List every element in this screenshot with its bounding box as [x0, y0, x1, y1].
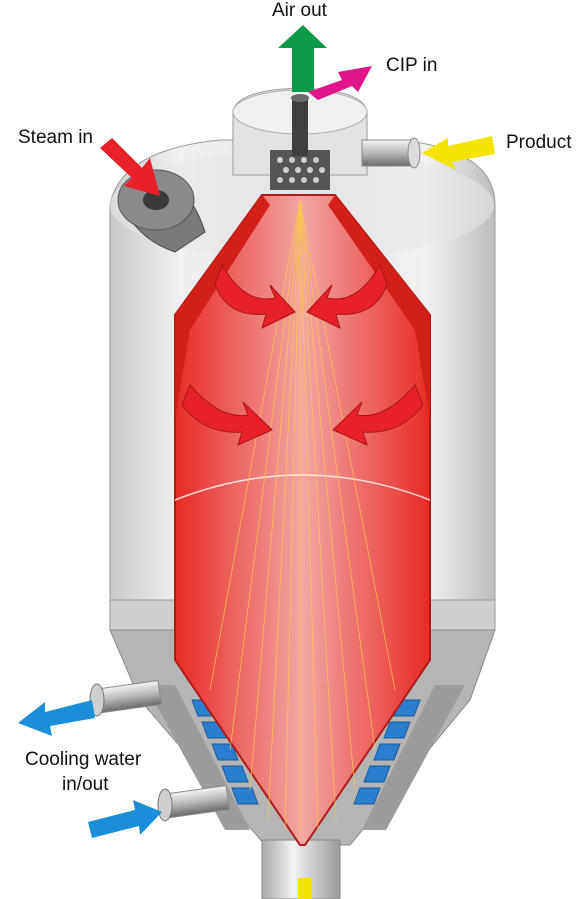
air-out-label: Air out — [272, 1, 327, 20]
steam-in-arrow-icon — [100, 138, 160, 196]
product-out-marker — [298, 878, 312, 899]
cooling-water-label-line1: Cooling water — [25, 750, 141, 769]
cooling-water-in-arrow-icon — [88, 800, 162, 838]
steam-in-label: Steam in — [18, 128, 93, 147]
cooling-water-label-line2: in/out — [62, 775, 108, 794]
cooling-water-out-arrow-icon — [18, 700, 95, 736]
air-out-arrow-icon — [278, 25, 327, 92]
product-label: Product — [506, 133, 571, 152]
cip-in-label: CIP in — [386, 56, 437, 75]
